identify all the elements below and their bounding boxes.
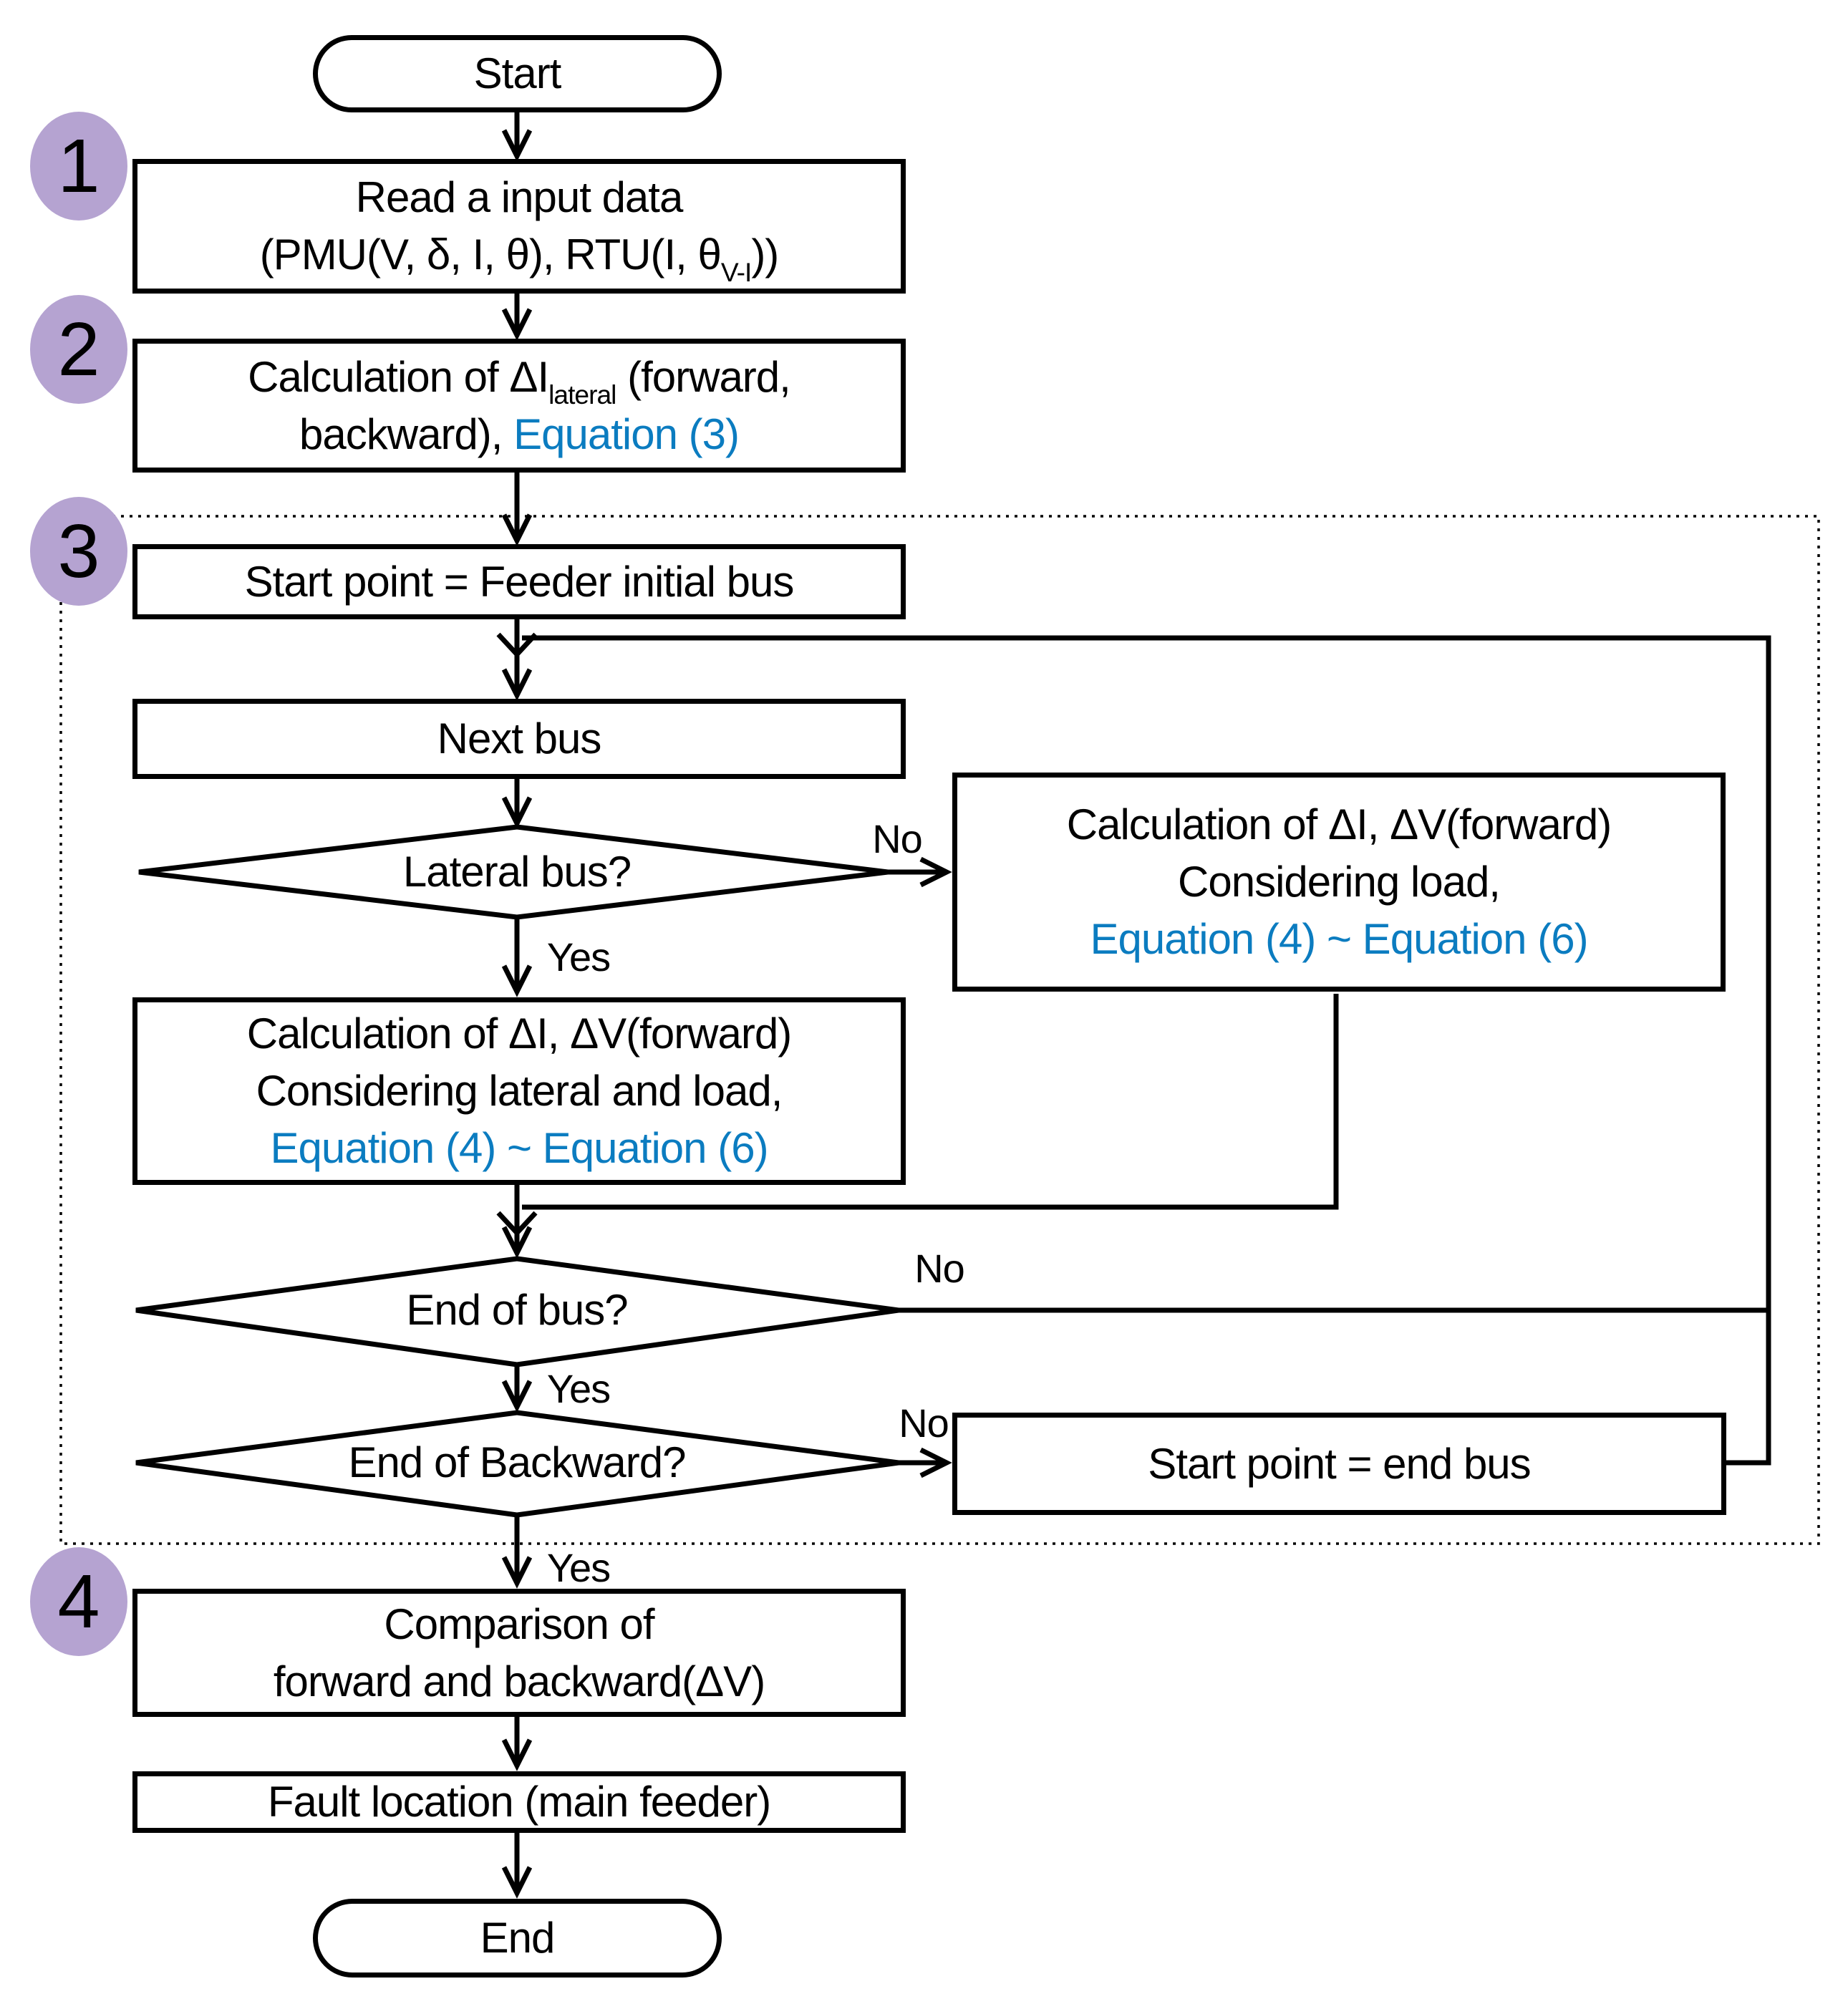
label-endofbus-yes: Yes xyxy=(546,1366,611,1411)
decision-lateral-bus-shape xyxy=(138,824,889,920)
process-calc-considering-load: Calculation of ΔI, ΔV(forward) Consideri… xyxy=(952,773,1726,992)
decision-end-of-backward-label: End of Backward? xyxy=(348,1438,687,1486)
process-fault-location: Fault location (main feeder) xyxy=(132,1771,906,1833)
step-badge-1: 1 xyxy=(30,112,127,221)
process-calc-considering-lateral-load: Calculation of ΔI, ΔV(forward) Consideri… xyxy=(132,997,906,1185)
read-input-line2: (PMU(V, δ, I, θ), RTU(I, θV-I)) xyxy=(259,231,780,288)
process-start-point-feeder: Start point = Feeder initial bus xyxy=(132,544,906,619)
calc-lateral-line1: Calculation of ΔIlateral (forward, xyxy=(248,352,791,410)
decision-lateral-bus-label: Lateral bus? xyxy=(402,848,632,896)
step-badge-3-label: 3 xyxy=(57,509,100,594)
terminator-start: Start xyxy=(313,35,722,112)
process-comparison: Comparison of forward and backward(ΔV) xyxy=(132,1589,906,1717)
next-bus-label: Next bus xyxy=(437,715,602,763)
terminator-start-label: Start xyxy=(473,49,562,97)
terminator-end-label: End xyxy=(480,1914,556,1962)
process-read-input: Read a input data (PMU(V, δ, I, θ), RTU(… xyxy=(132,159,906,294)
comparison-line2: forward and backward(ΔV) xyxy=(273,1657,765,1705)
read-input-subscript: V-I xyxy=(720,257,752,288)
label-lateral-yes: Yes xyxy=(546,934,611,979)
step3-dotted-region xyxy=(59,515,1820,1545)
calc-lateral-load-line1: Calculation of ΔI, ΔV(forward) xyxy=(246,1010,792,1057)
connector-calcload-merge xyxy=(522,994,1339,1210)
step-badge-4-label: 4 xyxy=(57,1559,100,1644)
comparison-line1: Comparison of xyxy=(384,1599,654,1648)
terminator-end: End xyxy=(313,1899,722,1978)
process-calc-lateral-current: Calculation of ΔIlateral (forward, backw… xyxy=(132,339,906,473)
step-badge-2: 2 xyxy=(30,295,127,404)
calc-load-line2: Considering load, xyxy=(1178,858,1501,906)
equation-4-6-link-left: Equation (4) ~ Equation (6) xyxy=(270,1124,768,1172)
equation-4-6-link-right: Equation (4) ~ Equation (6) xyxy=(1090,915,1588,963)
process-start-point-end-bus: Start point = end bus xyxy=(952,1413,1726,1515)
equation-3-link: Equation (3) xyxy=(513,410,740,458)
calc-load-line1: Calculation of ΔI, ΔV(forward) xyxy=(1066,800,1612,848)
chevron-bottom-merge xyxy=(496,1211,538,1237)
calc-lateral-subscript: lateral xyxy=(548,379,616,410)
step-badge-4: 4 xyxy=(30,1547,127,1656)
calc-lateral-load-line2: Considering lateral and load, xyxy=(256,1067,783,1115)
decision-end-of-bus-shape xyxy=(135,1256,899,1368)
step-badge-3: 3 xyxy=(30,497,127,606)
start-point-end-bus-label: Start point = end bus xyxy=(1148,1439,1531,1488)
chevron-top-merge xyxy=(496,632,538,659)
label-lateral-no: No xyxy=(872,816,923,861)
label-endofbackward-yes: Yes xyxy=(546,1545,611,1590)
decision-end-of-bus-label: End of bus? xyxy=(406,1286,628,1334)
process-next-bus: Next bus xyxy=(132,699,906,779)
label-endofbus-no: No xyxy=(914,1246,965,1291)
step-badge-2-label: 2 xyxy=(57,307,100,392)
calc-lateral-line2: backward), Equation (3) xyxy=(299,410,740,458)
label-endofbackward-no: No xyxy=(899,1400,949,1446)
read-input-line1: Read a input data xyxy=(355,173,684,221)
start-point-feeder-label: Start point = Feeder initial bus xyxy=(244,557,795,606)
step-badge-1-label: 1 xyxy=(57,124,100,208)
decision-end-of-backward-shape xyxy=(135,1410,899,1518)
fault-location-label: Fault location (main feeder) xyxy=(267,1778,771,1826)
connector-feedback-loop xyxy=(522,635,1771,1466)
